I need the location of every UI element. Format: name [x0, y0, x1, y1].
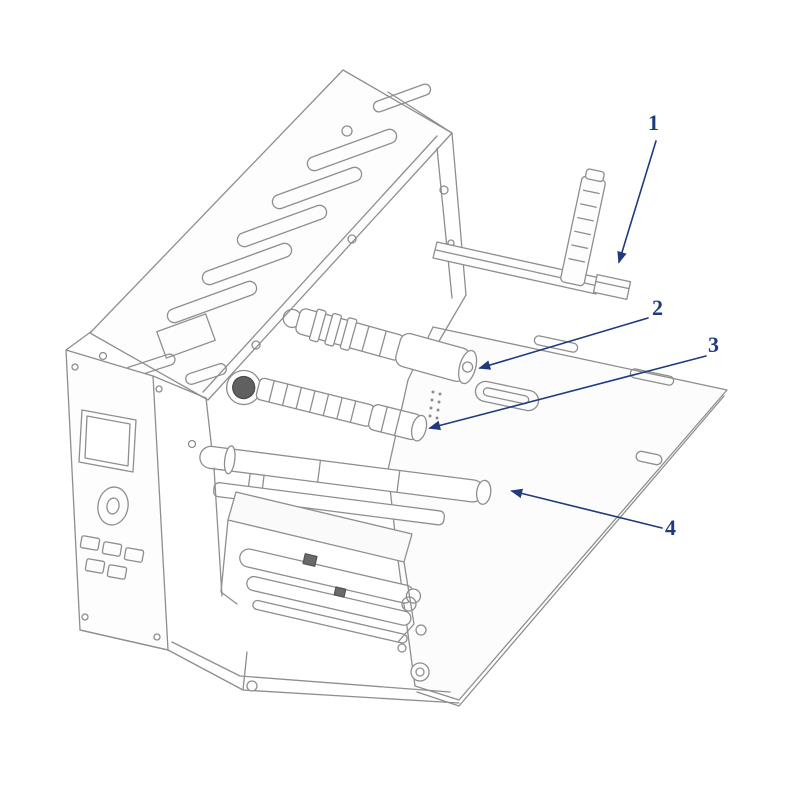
callout-label-1: 1: [648, 110, 659, 135]
callout-arrow-4: [510, 488, 663, 529]
vent-slot: [166, 280, 258, 324]
callout-arrow-3: [428, 355, 707, 431]
panel-button: [79, 535, 101, 551]
keypad-ring: [97, 486, 129, 526]
open-cover-edge: [416, 395, 725, 707]
media-supply-guide: [432, 168, 632, 300]
vent-slot: [372, 83, 432, 113]
tear-bar: [252, 599, 408, 644]
printer-base: [79, 629, 460, 704]
screw-icon: [81, 613, 89, 621]
vent-slot: [185, 363, 227, 385]
screw-icon: [439, 185, 449, 195]
guide-bracket: [592, 274, 632, 300]
callout-label-2: 2: [652, 295, 663, 320]
panel-button: [123, 547, 145, 563]
vent-slot: [271, 166, 363, 210]
media-supply-spindle: [199, 445, 492, 526]
callout-label-4: 4: [665, 515, 676, 540]
ribbon-takeup-spindle: [226, 369, 428, 442]
top-cover-inner-edge: [202, 135, 438, 393]
screw-icon: [71, 363, 79, 371]
callout-arrow-1: [617, 140, 657, 264]
callout-arrows: [428, 140, 707, 529]
cover-slot: [629, 368, 675, 386]
base-foot: [410, 662, 430, 682]
vent-slot: [201, 242, 293, 286]
print-mechanism: [213, 467, 427, 653]
top-cover-face: [89, 69, 453, 401]
cover-slot: [533, 335, 579, 353]
base-foot: [246, 680, 258, 692]
screw-icon: [347, 234, 357, 244]
cover-latch: [474, 380, 540, 412]
platen-roller: [239, 548, 422, 604]
media-guide-plate: [212, 482, 445, 526]
ribbon-supply-spindle: [282, 308, 478, 385]
control-panel: [65, 330, 207, 651]
screw-icon: [153, 633, 161, 641]
lcd-screen: [84, 415, 131, 467]
panel-button: [101, 541, 123, 557]
callout-label-3: 3: [708, 332, 719, 357]
vent-slot: [236, 204, 328, 248]
screw-icon: [187, 439, 197, 449]
top-media-cover: [89, 69, 453, 401]
screw-icon: [341, 125, 353, 137]
cover-tab: [156, 313, 216, 359]
panel-button: [106, 564, 128, 580]
screw-icon: [155, 385, 163, 393]
cover-hole: [635, 450, 663, 466]
screw-icon: [251, 340, 261, 350]
vent-slot: [306, 128, 398, 172]
release-knob: [232, 375, 256, 400]
lower-roller: [246, 575, 412, 626]
guide-ladder: [560, 168, 606, 287]
callout-arrow-2: [478, 317, 649, 370]
rivet-dots: [428, 390, 442, 420]
screw-icon: [98, 351, 108, 361]
panel-button: [84, 558, 106, 574]
lcd-display: [78, 409, 137, 473]
latch-block: [333, 586, 347, 598]
latch-block: [302, 553, 318, 567]
